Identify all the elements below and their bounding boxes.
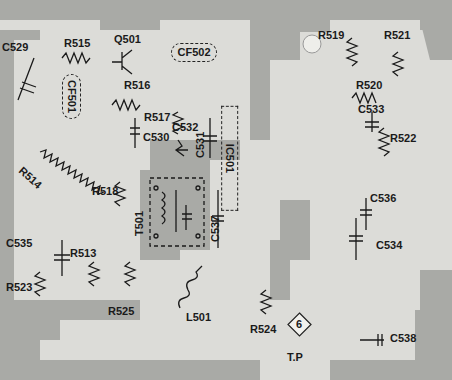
component-label: C534 — [376, 240, 402, 251]
component-label: C538 — [390, 333, 416, 344]
component-label: R513 — [70, 248, 96, 259]
component-label: L501 — [186, 312, 211, 323]
component-label: R516 — [124, 80, 150, 91]
component-label: C529 — [2, 42, 28, 53]
component-label: R521 — [384, 30, 410, 41]
component-label: C537 — [210, 216, 221, 242]
component-label: IC501 — [224, 143, 235, 172]
component-label: C532 — [172, 122, 198, 133]
filter-outline: CF501 — [63, 73, 82, 118]
filter-outline: CF502 — [171, 43, 216, 62]
component-label: R522 — [390, 133, 416, 144]
component-label: CF502 — [177, 47, 210, 58]
component-label: R525 — [108, 306, 134, 317]
component-label: R524 — [250, 324, 276, 335]
component-label: T501 — [134, 211, 145, 236]
component-label: R523 — [6, 282, 32, 293]
ic-outline: IC501 — [221, 105, 238, 210]
component-label: C536 — [370, 193, 396, 204]
component-label: 6 — [296, 319, 302, 330]
component-label: R515 — [64, 38, 90, 49]
component-label: R519 — [318, 30, 344, 41]
component-label: C535 — [6, 238, 32, 249]
component-label: R520 — [356, 80, 382, 91]
component-label: Q501 — [114, 34, 141, 45]
component-label: CF501 — [67, 79, 78, 112]
component-label: R518 — [92, 186, 118, 197]
component-label: C533 — [358, 104, 384, 115]
test-point-diamond: 6 — [287, 312, 312, 337]
component-label: C531 — [195, 132, 206, 158]
component-label: C530 — [143, 132, 169, 143]
component-label: R517 — [144, 112, 170, 123]
test-point-label: T.P — [287, 352, 303, 363]
